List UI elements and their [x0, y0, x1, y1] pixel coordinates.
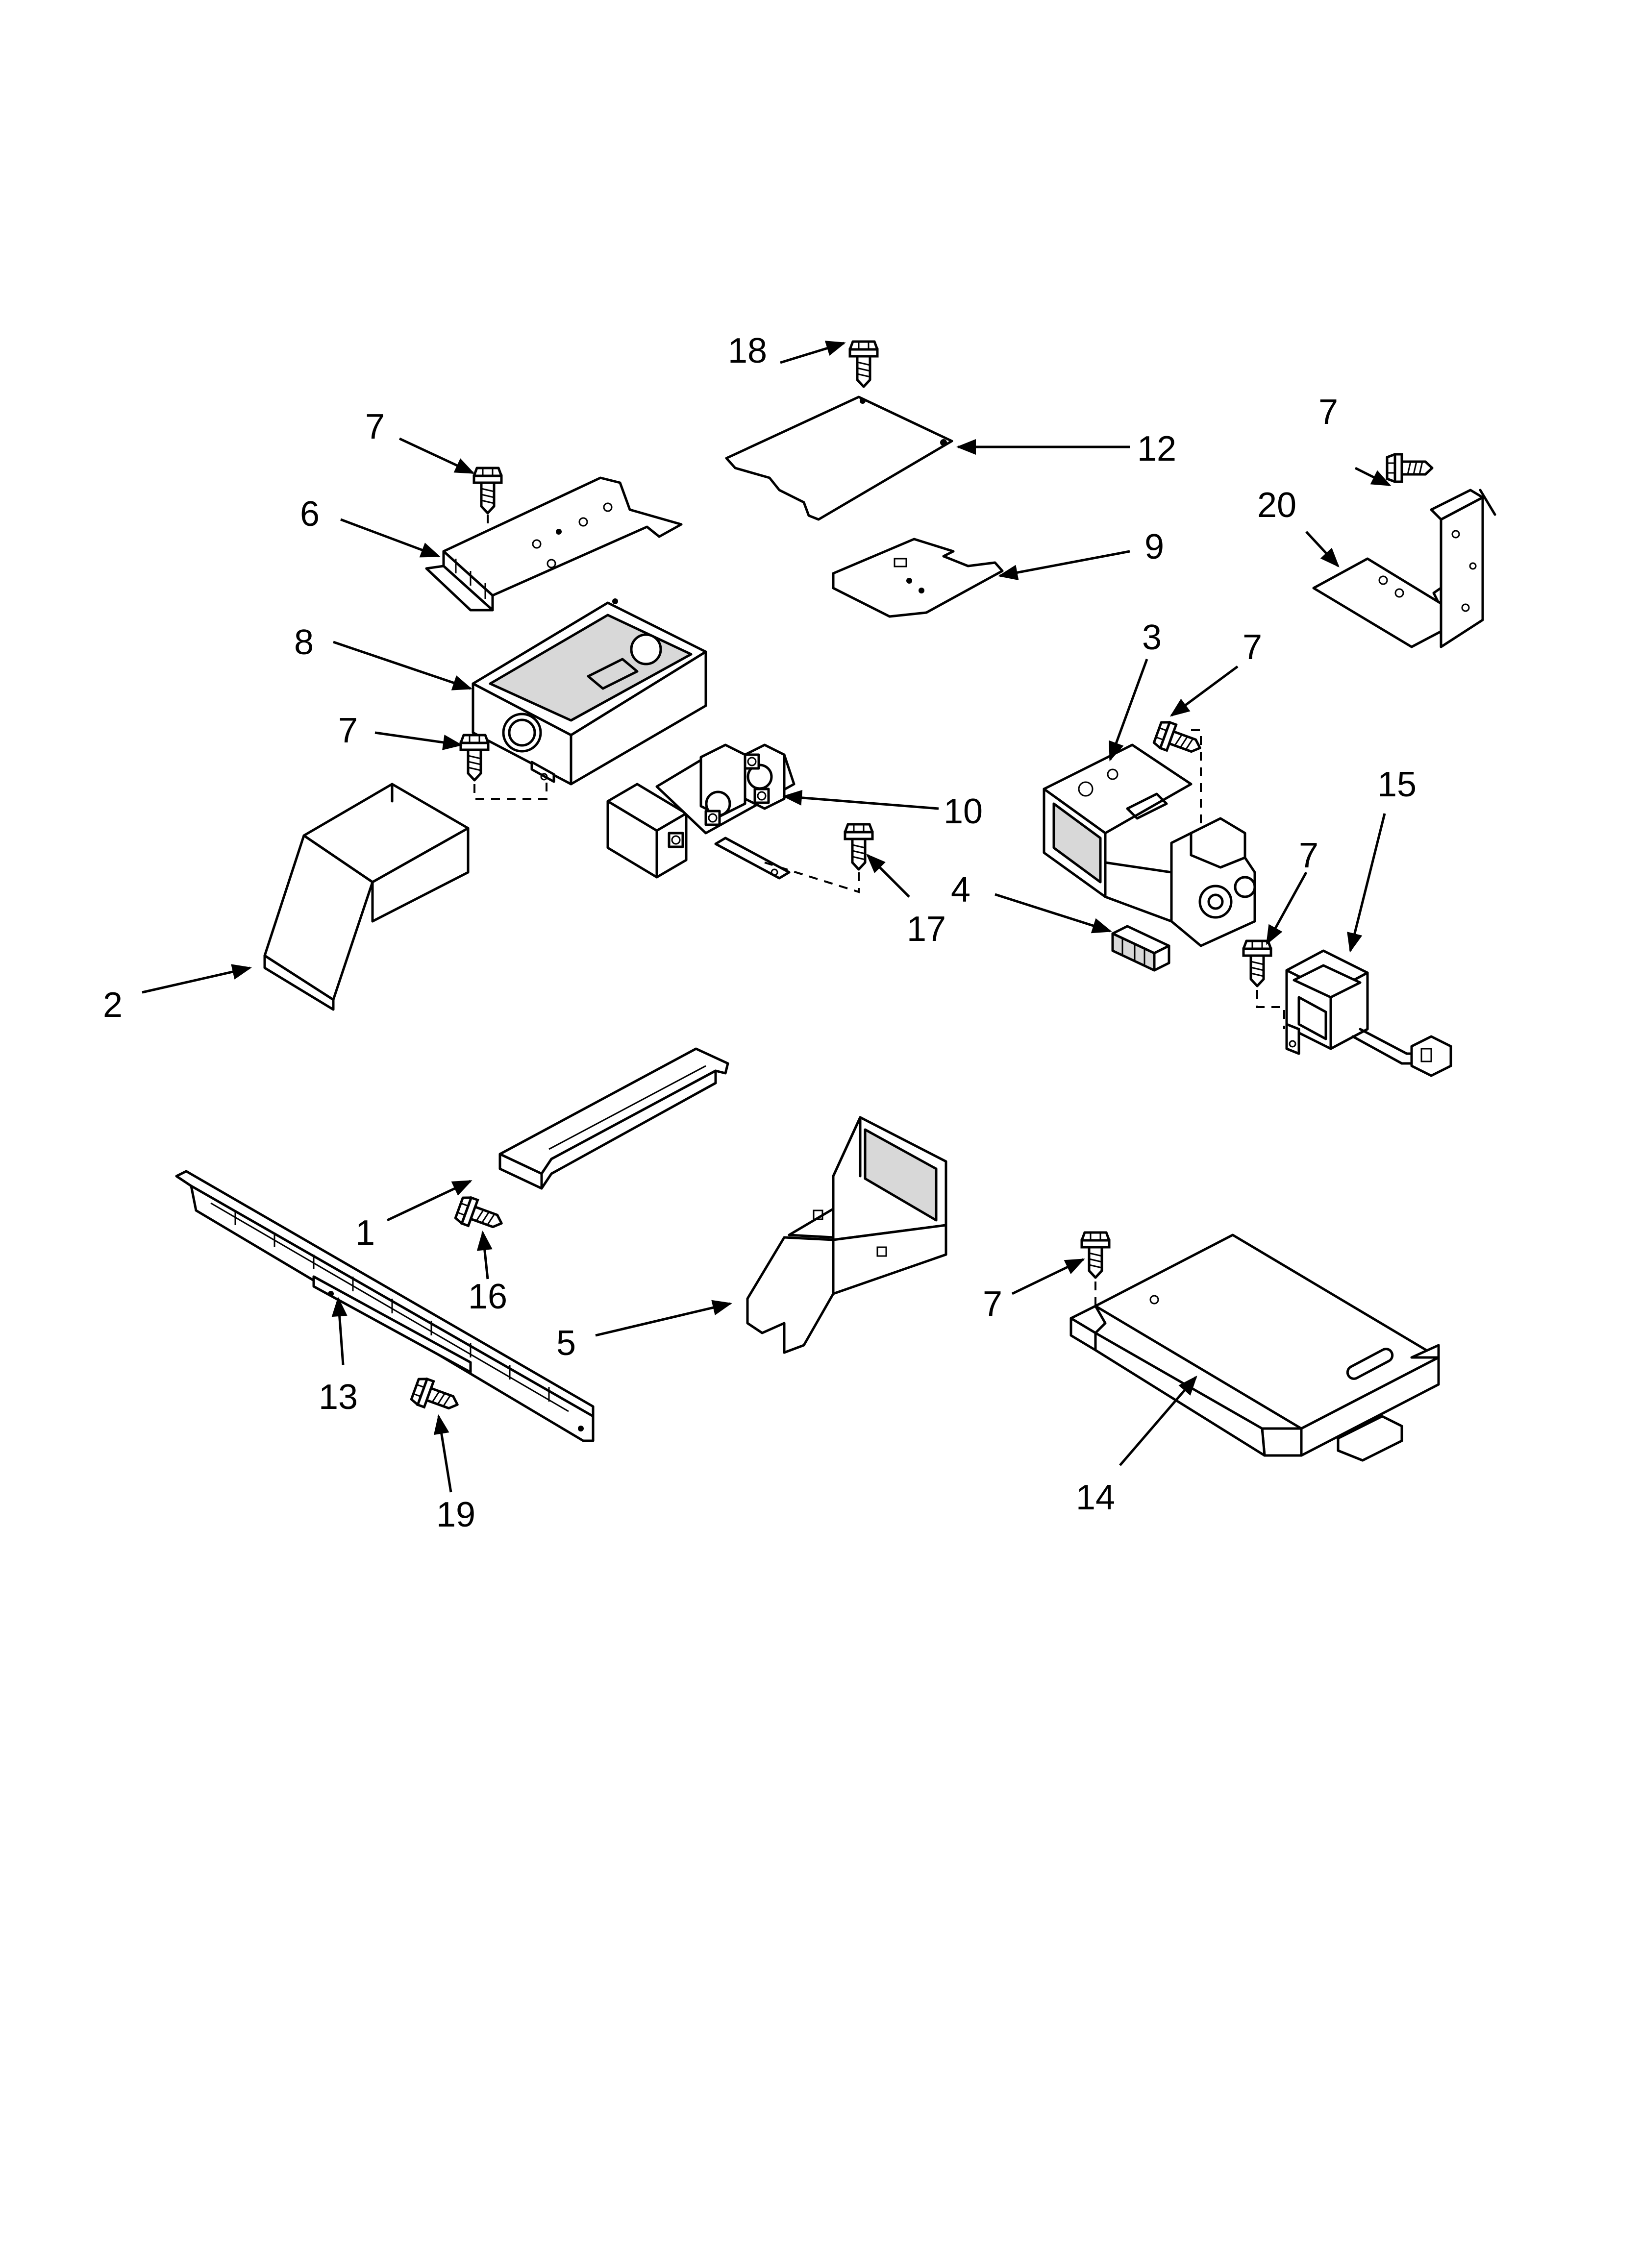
- part-1-rail: [498, 1047, 729, 1190]
- callout-15: 15: [1377, 765, 1417, 804]
- part-6-top-plate: [425, 476, 683, 612]
- callout-7-transformer: 7: [1299, 836, 1318, 875]
- callout-labels: 18 12 9 7 6 8 7 2 10 17 3 7 4 15 7 7 20 …: [103, 331, 1417, 1534]
- callout-14: 14: [1076, 1478, 1115, 1517]
- callout-6: 6: [300, 494, 320, 534]
- callout-2: 2: [103, 986, 123, 1025]
- callout-7-valve: 7: [1243, 628, 1262, 667]
- callout-8: 8: [294, 623, 314, 662]
- callout-4: 4: [951, 870, 970, 910]
- part-17-screw: [764, 824, 872, 893]
- part-7-screw-b: [461, 735, 547, 800]
- callout-17: 17: [907, 910, 946, 949]
- part-7-screw-e: [1387, 454, 1432, 482]
- callout-16: 16: [468, 1277, 507, 1316]
- part-3-valve-assembly: [1043, 743, 1256, 947]
- callout-7-box: 7: [338, 711, 358, 750]
- part-15-transformer: [1285, 949, 1452, 1077]
- callout-7-base: 7: [983, 1284, 1002, 1324]
- part-19-screw: [410, 1376, 462, 1417]
- callout-5: 5: [556, 1324, 576, 1363]
- part-9-pad: [832, 538, 1004, 618]
- callout-10: 10: [944, 792, 983, 831]
- part-16-screw: [454, 1195, 506, 1236]
- callout-7-top-left: 7: [365, 407, 385, 446]
- part-4-connector-block: [1111, 925, 1170, 972]
- callout-1: 1: [355, 1213, 375, 1253]
- part-18-screw: [850, 342, 877, 387]
- part-8-junction-box: [472, 598, 707, 786]
- callout-12: 12: [1137, 429, 1176, 468]
- part-5-shield: [746, 1116, 947, 1354]
- callout-20: 20: [1257, 486, 1296, 525]
- callout-leaders: [142, 341, 1392, 1493]
- callout-18: 18: [728, 331, 767, 370]
- callout-7-bracket: 7: [1318, 393, 1338, 432]
- part-13-long-bracket: [175, 1170, 595, 1442]
- part-7-screw-d: [1243, 941, 1285, 1029]
- callout-3: 3: [1142, 618, 1162, 657]
- part-2-duct-cover: [263, 783, 470, 1011]
- part-20-bracket: [1312, 489, 1496, 648]
- callout-19: 19: [436, 1495, 475, 1534]
- callout-9: 9: [1144, 527, 1164, 567]
- callout-13: 13: [319, 1378, 358, 1417]
- part-12-cover-plate: [725, 395, 953, 521]
- part-10-terminal-block: [606, 743, 796, 880]
- part-7-screw-c: [1153, 719, 1205, 833]
- part-14-base-plate: [1069, 1233, 1440, 1462]
